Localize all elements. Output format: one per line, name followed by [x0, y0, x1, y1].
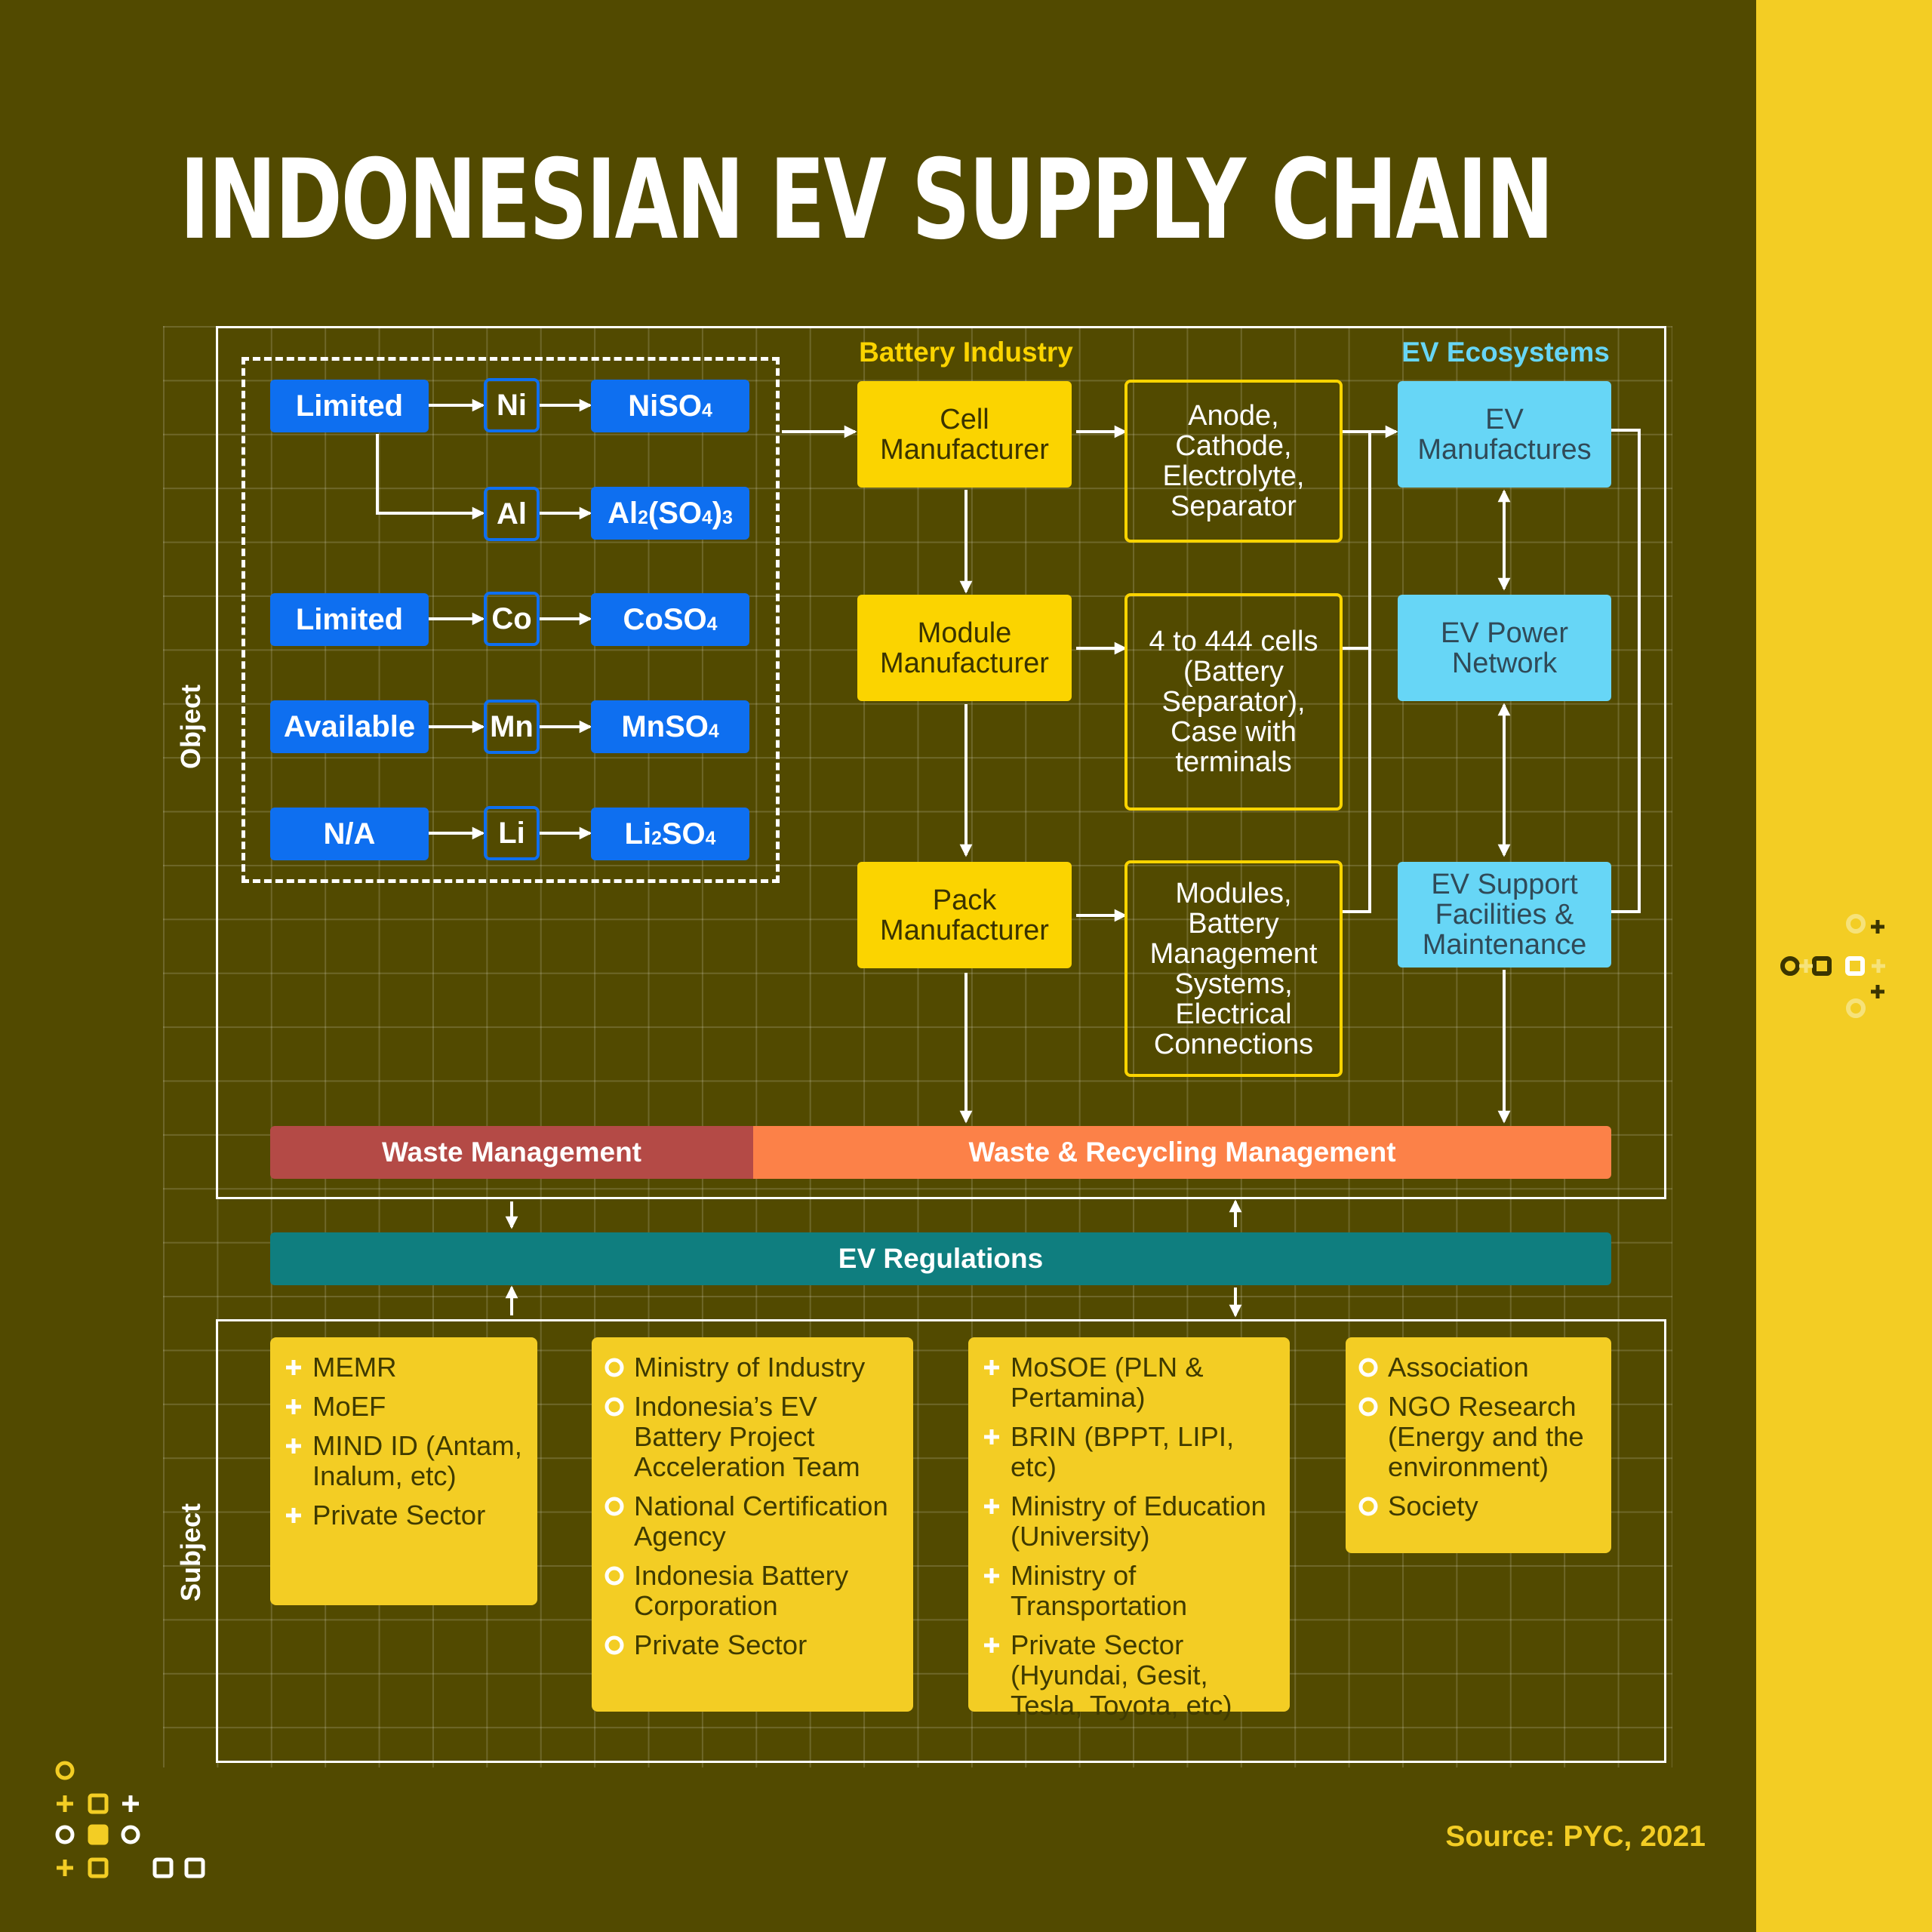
subject-item: Association: [1358, 1352, 1605, 1383]
page-title: INDONESIAN EV SUPPLY CHAIN: [180, 136, 1554, 264]
plus-bullet-icon: [286, 1438, 301, 1454]
plus-bullet-icon: [984, 1568, 999, 1583]
subject-item-label: MoEF: [312, 1391, 386, 1422]
subject-item-label: NGO Research (Energy and the environment…: [1388, 1391, 1584, 1482]
side-accent-strip: [1756, 0, 1932, 1932]
subject-panel: MoSOE (PLN & Pertamina) BRIN (BPPT, LIPI,…: [968, 1337, 1290, 1721]
material-status-li: N/A: [270, 808, 429, 860]
plus-bullet-icon: [286, 1399, 301, 1414]
subject-item: Ministry of Education (University): [980, 1491, 1284, 1552]
pack-components-box: Modules, Battery Management Systems, Ele…: [1124, 860, 1343, 1077]
subject-label: Subject: [175, 1503, 206, 1602]
material-status-ni: Limited: [270, 380, 429, 432]
subject-item-label: Ministry of Industry: [634, 1352, 866, 1383]
ev-power-network-box: EV Power Network: [1398, 595, 1611, 701]
pack-manufacturer-box: Pack Manufacturer: [857, 862, 1072, 968]
module-manufacturer-box: Module Manufacturer: [857, 595, 1072, 701]
plus-bullet-icon: [286, 1360, 301, 1375]
plus-bullet-icon: [984, 1429, 999, 1444]
material-status-co: Limited: [270, 593, 429, 646]
subject-item: Private Sector: [604, 1630, 907, 1660]
subject-item: National Certification Agency: [604, 1491, 907, 1552]
cell-manufacturer-box: Cell Manufacturer: [857, 381, 1072, 488]
subject-item-label: Private Sector (Hyundai, Gesit, Tesla, T…: [1011, 1629, 1232, 1721]
ev-regulations-bar: EV Regulations: [270, 1232, 1611, 1285]
module-components-box: 4 to 444 cells (Battery Separator), Case…: [1124, 593, 1343, 811]
cell-components-box: Anode, Cathode, Electrolyte, Separator: [1124, 380, 1343, 543]
object-label: Object: [175, 684, 206, 770]
element-ni: Ni: [484, 378, 540, 432]
element-li: Li: [484, 806, 540, 860]
plus-bullet-icon: [984, 1638, 999, 1653]
circle-bullet-icon: [605, 1566, 624, 1586]
subject-item: Society: [1358, 1491, 1605, 1521]
element-mn: Mn: [484, 700, 540, 754]
subject-frame: [216, 1319, 1666, 1763]
subject-item-label: Private Sector: [634, 1629, 808, 1660]
waste-management-bar: Waste Management: [270, 1126, 753, 1179]
subject-item-label: MoSOE (PLN & Pertamina): [1011, 1352, 1204, 1413]
ev-manufactures-box: EV Manufactures: [1398, 381, 1611, 488]
subject-item-label: Ministry of Education (University): [1011, 1491, 1266, 1552]
subject-item-label: BRIN (BPPT, LIPI, etc): [1011, 1421, 1235, 1482]
circle-bullet-icon: [605, 1397, 624, 1417]
subject-item: MoSOE (PLN & Pertamina): [980, 1352, 1284, 1413]
ev-support-facilities-box: EV Support Facilities & Maintenance: [1398, 862, 1611, 968]
subject-item-label: Society: [1388, 1491, 1478, 1521]
plus-bullet-icon: [286, 1508, 301, 1523]
subject-item: Private Sector (Hyundai, Gesit, Tesla, T…: [980, 1630, 1284, 1721]
subject-item: BRIN (BPPT, LIPI, etc): [980, 1422, 1284, 1482]
element-co: Co: [484, 592, 540, 646]
subject-item: Indonesia Battery Corporation: [604, 1561, 907, 1621]
battery-industry-header: Battery Industry: [859, 337, 1073, 368]
circle-bullet-icon: [1358, 1397, 1378, 1417]
subject-item: Private Sector: [282, 1500, 531, 1531]
raw-materials-group: [242, 357, 780, 883]
subject-item-label: MIND ID (Antam, Inalum, etc): [312, 1430, 522, 1491]
source-note: Source: PYC, 2021: [1445, 1820, 1706, 1853]
material-status-mn: Available: [270, 700, 429, 753]
subject-item-label: Private Sector: [312, 1500, 486, 1531]
plus-bullet-icon: [984, 1499, 999, 1514]
circle-bullet-icon: [1358, 1497, 1378, 1516]
subject-panel: MEMR MoEF MIND ID (Antam, Inalum, etc) Priv…: [270, 1337, 537, 1605]
subject-item: MEMR: [282, 1352, 531, 1383]
decorative-shapes-icon: [55, 1761, 205, 1878]
waste-recycling-management-bar: Waste & Recycling Management: [753, 1126, 1611, 1179]
subject-item-label: Ministry of Transportation: [1011, 1560, 1187, 1621]
subject-item: NGO Research (Energy and the environment…: [1358, 1392, 1605, 1482]
subject-item: Indonesia’s EV Battery Project Accelerat…: [604, 1392, 907, 1482]
subject-item: Ministry of Transportation: [980, 1561, 1284, 1621]
object-frame: [216, 326, 1666, 1199]
element-al: Al: [484, 487, 540, 541]
subject-item-label: Association: [1388, 1352, 1529, 1383]
circle-bullet-icon: [1358, 1358, 1378, 1377]
subject-item-label: Indonesia’s EV Battery Project Accelerat…: [634, 1391, 860, 1482]
subject-item: MIND ID (Antam, Inalum, etc): [282, 1431, 531, 1491]
circle-bullet-icon: [605, 1358, 624, 1377]
subject-item-label: MEMR: [312, 1352, 397, 1383]
ev-ecosystems-header: EV Ecosystems: [1401, 337, 1610, 368]
plus-bullet-icon: [984, 1360, 999, 1375]
subject-item-label: Indonesia Battery Corporation: [634, 1560, 849, 1621]
subject-item: Ministry of Industry: [604, 1352, 907, 1383]
circle-bullet-icon: [605, 1497, 624, 1516]
circle-bullet-icon: [605, 1635, 624, 1655]
decorative-shapes-icon: [1780, 914, 1885, 1018]
subject-item-label: National Certification Agency: [634, 1491, 888, 1552]
subject-item: MoEF: [282, 1392, 531, 1422]
